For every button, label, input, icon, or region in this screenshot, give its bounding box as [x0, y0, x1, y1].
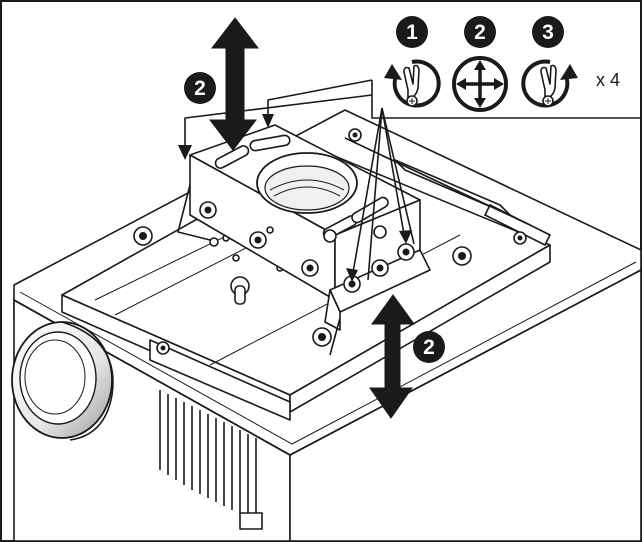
step-badge-2-label: 2 [474, 21, 486, 44]
ventilation-slots [159, 390, 257, 522]
adapter-screws [199, 201, 415, 293]
step-badge-1-label: 1 [406, 21, 418, 44]
port-indicator [239, 512, 263, 530]
step-badge-side-upper: 2 [184, 72, 216, 104]
step-badge-side-lower-label: 2 [423, 336, 435, 359]
rotate-counterclockwise-hand-icon [384, 59, 441, 108]
upper-vertical-arrow [208, 17, 260, 151]
plate-screws [133, 128, 527, 355]
projector-lens [11, 321, 114, 441]
step-badge-side-upper-label: 2 [194, 77, 206, 100]
move-four-directions-icon [452, 56, 508, 112]
step-badge-1: 1 [396, 16, 428, 48]
adapter-bracket [177, 124, 431, 356]
step-badge-2: 2 [464, 16, 496, 48]
step-badge-3: 3 [532, 16, 564, 48]
repeat-multiplier: x 4 [596, 70, 620, 90]
pointer-lines [346, 107, 415, 282]
rotate-clockwise-hand-icon [521, 59, 578, 108]
lower-vertical-arrow [369, 294, 415, 419]
step-badge-3-label: 3 [542, 21, 554, 44]
step-badge-side-lower: 2 [413, 331, 445, 363]
callout-bracket [178, 79, 641, 160]
keyhole-slot [230, 276, 250, 305]
